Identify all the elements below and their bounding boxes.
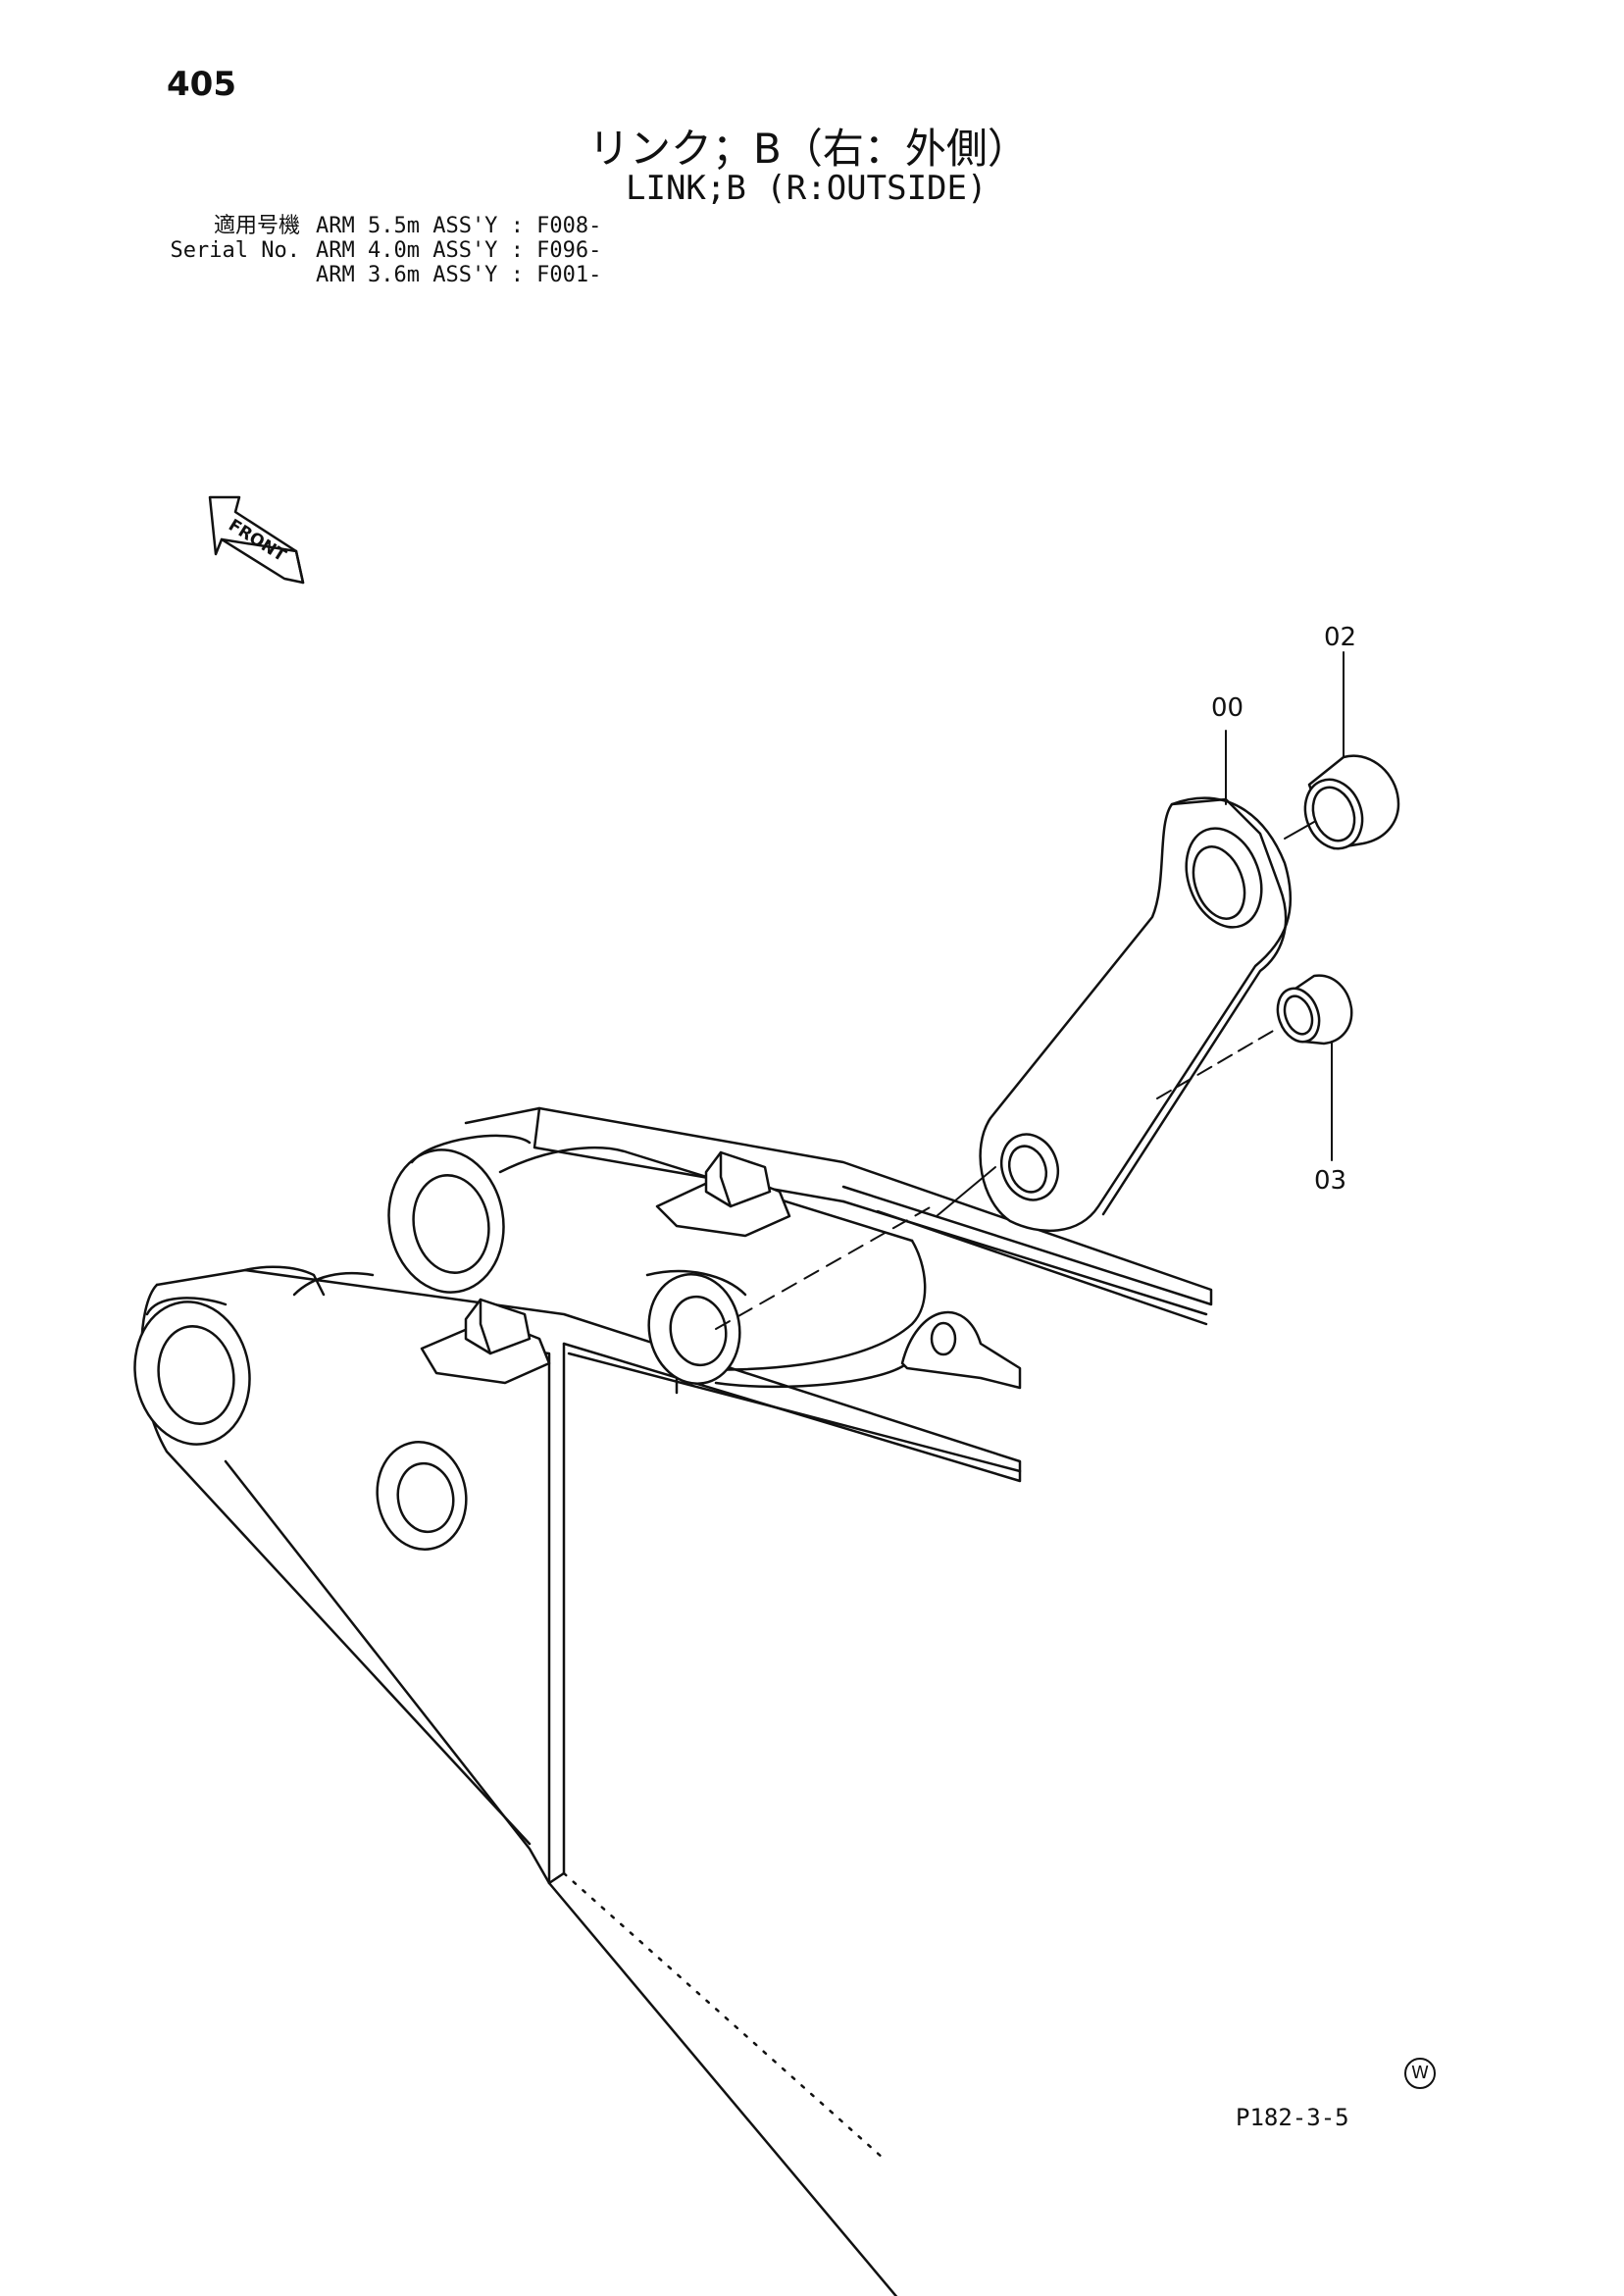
bushing-03 <box>1276 974 1353 1046</box>
serial-row: 適用号機 ARM 5.5m ASS'Y : F008- <box>155 214 601 238</box>
callout-02: 02 <box>1324 623 1356 652</box>
serial-value: : F008- <box>510 214 602 238</box>
serial-arm: ARM 5.5m ASS'Y <box>316 214 498 238</box>
callout-leaders <box>1225 651 1345 1161</box>
serial-label-ja: 適用号機 <box>213 214 300 238</box>
arm-lower-plate <box>140 1265 1022 2296</box>
title-english: LINK;B (R:OUTSIDE) <box>626 169 988 208</box>
serial-arm: ARM 4.0m ASS'Y <box>316 238 498 263</box>
page-number: 405 <box>167 65 236 104</box>
arm-cross-tube <box>292 1146 927 1395</box>
arm-bracket-right <box>900 1310 1022 1390</box>
callout-00: 00 <box>1211 693 1243 723</box>
arm-bracket-top-upper <box>655 1150 791 1238</box>
serial-block: 適用号機 ARM 5.5m ASS'Y : F008- Serial No. A… <box>155 214 602 287</box>
reference-code: P182-3-5 <box>1236 2104 1349 2131</box>
serial-row: ARM 3.6m ASS'Y : F001- <box>155 263 601 287</box>
arm-boss-rear <box>387 1134 532 1294</box>
assembly-lines <box>715 821 1315 1330</box>
arm-boss-front <box>133 1297 251 1446</box>
front-arrow-icon: FRONT <box>208 495 305 585</box>
arm-mid-boss <box>376 1441 468 1551</box>
arm-bracket-top-lower <box>420 1298 551 1385</box>
serial-value: : F001- <box>510 263 602 287</box>
w-mark-icon: W <box>1404 2058 1436 2089</box>
serial-arm: ARM 3.6m ASS'Y <box>316 263 498 287</box>
bushing-02 <box>1303 754 1400 850</box>
link-b <box>979 796 1293 1232</box>
callout-03: 03 <box>1314 1166 1346 1196</box>
serial-label-en: Serial No. <box>170 238 300 263</box>
serial-value: : F096- <box>510 238 602 263</box>
title-japanese: リンク；B（右：外側） <box>588 125 1029 173</box>
serial-row: Serial No. ARM 4.0m ASS'Y : F096- <box>155 238 602 263</box>
